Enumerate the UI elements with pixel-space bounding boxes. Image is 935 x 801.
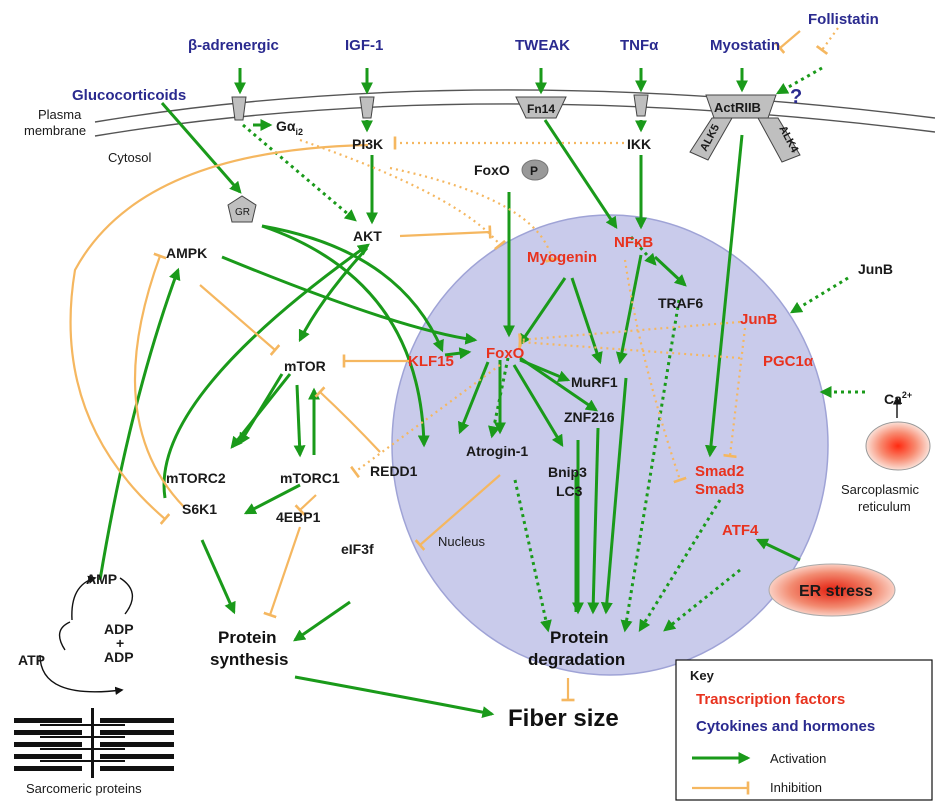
protein-synthesis-1: Protein xyxy=(218,628,277,647)
er-stress-label: ER stress xyxy=(799,583,873,600)
protein-degradation-2: degradation xyxy=(528,650,625,669)
er-stress xyxy=(768,563,896,617)
key-title: Key xyxy=(690,668,715,683)
nfkb-label: NFκB xyxy=(614,234,653,251)
lc3-label: LC3 xyxy=(556,483,583,499)
mtor-label: mTOR xyxy=(284,358,326,374)
junb-outside-label: JunB xyxy=(858,261,893,277)
myostatin-label: Myostatin xyxy=(710,37,780,54)
alk4-receptor xyxy=(757,117,801,163)
mtorc2-label: mTORC2 xyxy=(166,470,226,486)
follistatin-label: Follistatin xyxy=(808,11,879,28)
beta-adrenergic-label: β-adrenergic xyxy=(188,37,279,54)
tweak-label: TWEAK xyxy=(515,37,570,54)
4ebp1-label: 4EBP1 xyxy=(276,509,321,525)
nucleus-label: Nucleus xyxy=(438,534,485,549)
eif3f-label: eIF3f xyxy=(341,541,374,557)
sarcomeric-proteins-graphic xyxy=(14,708,174,778)
protein-degradation-1: Protein xyxy=(550,628,609,647)
activation-arrows xyxy=(98,68,801,719)
phospho-circle xyxy=(521,159,549,181)
smad3-label: Smad3 xyxy=(695,481,744,498)
nucleus xyxy=(391,214,829,676)
tnfa-label: TNFα xyxy=(620,37,659,54)
pi3k-label: PI3K xyxy=(352,136,383,152)
actriib-label: ActRIIB xyxy=(714,100,761,115)
murf1-label: MuRF1 xyxy=(571,374,618,390)
glucocorticoids-label: Glucocorticoids xyxy=(72,87,186,104)
mtorc1-label: mTORC1 xyxy=(280,470,340,486)
fn14-receptor xyxy=(515,96,567,119)
ikk-label: IKK xyxy=(627,136,651,152)
tnfa-receptor xyxy=(633,94,649,117)
adp1-label: ADP xyxy=(104,621,134,637)
atrogin-label: Atrogin-1 xyxy=(466,443,528,459)
akt-label: AKT xyxy=(353,228,382,244)
amp-label: AMP xyxy=(86,571,117,587)
gr-label: GR xyxy=(235,207,250,218)
igf1-label: IGF-1 xyxy=(345,37,383,54)
key-activation: Activation xyxy=(770,751,826,766)
dotted-activation-arrows xyxy=(242,66,865,633)
s6k1-label: S6K1 xyxy=(182,501,217,517)
sr-label-2: reticulum xyxy=(858,499,911,514)
gai2-label: Gαi2 xyxy=(276,118,303,137)
plasma-membrane-label-2: membrane xyxy=(24,123,86,138)
igf1-receptor xyxy=(359,96,375,119)
key-transcription-factors: Transcription factors xyxy=(696,691,845,708)
fiber-size-label: Fiber size xyxy=(508,705,619,732)
ampk-label: AMPK xyxy=(166,245,207,261)
myogenin-label: Myogenin xyxy=(527,249,597,266)
smad2-label: Smad2 xyxy=(695,463,744,480)
redd1-label: REDD1 xyxy=(370,463,418,479)
plasma-membrane-label-1: Plasma xyxy=(38,107,82,122)
foxo-p-label: FoxO xyxy=(474,162,510,178)
key-inhibition: Inhibition xyxy=(770,780,822,795)
atp-label: ATP xyxy=(18,652,45,668)
cytosol-label: Cytosol xyxy=(108,150,151,165)
klf15-label: KLF15 xyxy=(408,353,454,370)
bnip3-label: Bnip3 xyxy=(548,464,587,480)
alk5-receptor xyxy=(689,117,733,161)
sarcomeric-proteins-label: Sarcomeric proteins xyxy=(26,781,142,796)
key-cytokines: Cytokines and hormones xyxy=(696,718,875,735)
question-mark: ? xyxy=(790,86,802,108)
plus-label: + xyxy=(116,635,124,651)
dotted-inhibition-arrows xyxy=(299,27,839,484)
znf216-label: ZNF216 xyxy=(564,409,615,425)
protein-synthesis-2: synthesis xyxy=(210,650,288,669)
atf4-label: ATF4 xyxy=(722,522,759,539)
ca-label: Ca2+ xyxy=(884,390,912,407)
fn14-label: Fn14 xyxy=(527,102,555,116)
traf6-label: TRAF6 xyxy=(658,295,703,311)
junb-label: JunB xyxy=(740,311,778,328)
pgc1a-label: PGC1α xyxy=(763,353,814,370)
sarcoplasmic-reticulum xyxy=(865,421,931,471)
inhibition-arrows xyxy=(69,30,801,702)
energy-cycle-arrows xyxy=(39,396,902,695)
beta-receptor xyxy=(231,96,247,121)
key-box xyxy=(675,659,933,801)
plasma-membrane-outer xyxy=(94,89,935,123)
gr-receptor xyxy=(227,195,257,223)
sr-label-1: Sarcoplasmic xyxy=(841,482,920,497)
adp2-label: ADP xyxy=(104,649,134,665)
foxo-label: FoxO xyxy=(486,345,525,362)
plasma-membrane-inner xyxy=(94,103,935,137)
phospho-label: P xyxy=(530,164,538,178)
